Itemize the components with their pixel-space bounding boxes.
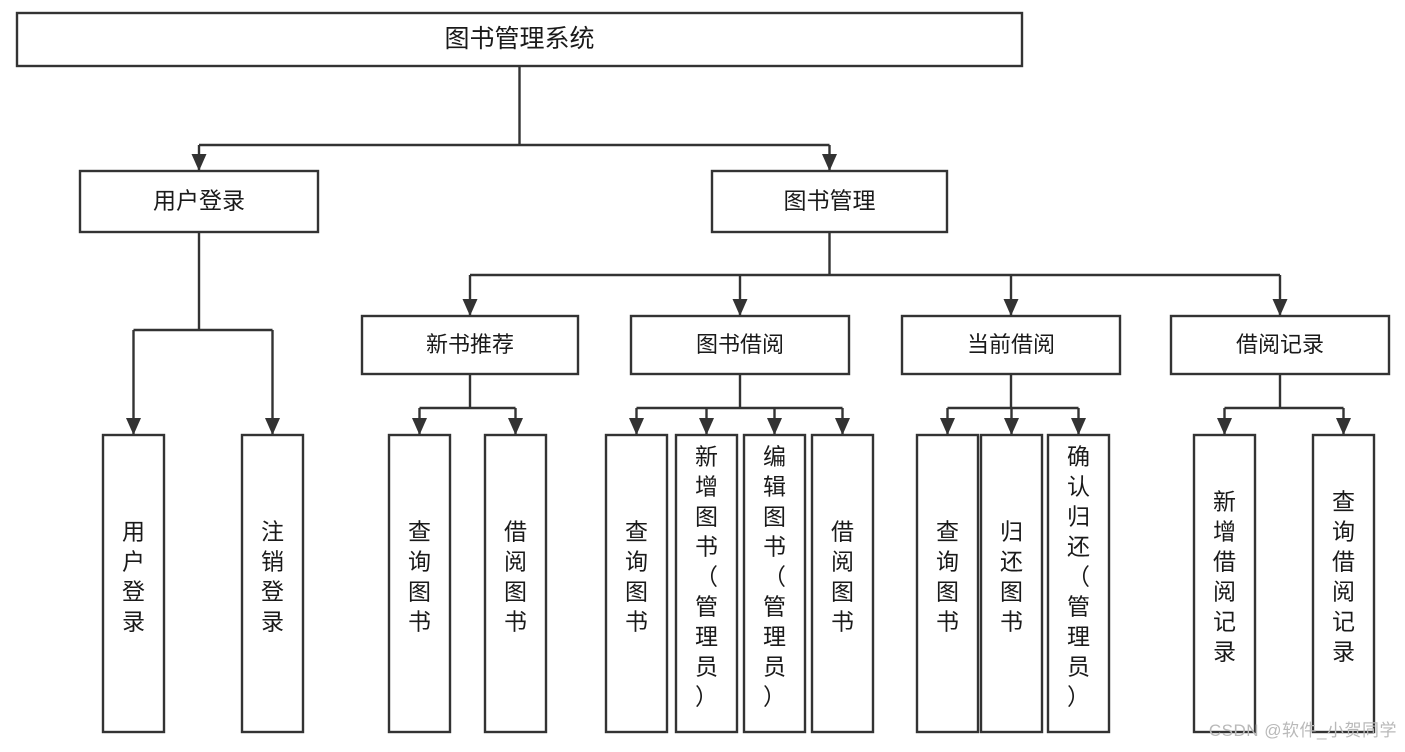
leaf-node-7-label: 借阅图书	[831, 519, 854, 635]
leaf-node-1-box[interactable]	[240, 433, 305, 734]
arrow-head-icon	[940, 418, 955, 435]
level1-node-0[interactable]: 用户登录	[78, 169, 320, 234]
leaf-node-12-label: 查询借阅记录	[1332, 489, 1355, 665]
leaf-node-7-box[interactable]	[810, 433, 875, 734]
level1-node-1[interactable]: 图书管理	[710, 169, 949, 234]
leaf-node-4-box[interactable]	[604, 433, 669, 734]
arrow-head-icon	[462, 299, 478, 316]
arrow-head-icon	[767, 418, 782, 435]
leaf-node-0-label: 用户登录	[122, 519, 145, 635]
leaf-node-12[interactable]: 查询借阅记录	[1311, 433, 1376, 734]
leaf-node-10[interactable]: 确认归还（管理员）	[1046, 433, 1111, 734]
leaf-node-7[interactable]: 借阅图书	[810, 433, 875, 734]
arrow-head-icon	[1217, 418, 1232, 435]
arrow-head-icon	[1071, 418, 1086, 435]
level2-node-2[interactable]: 当前借阅	[900, 314, 1122, 376]
leaf-node-1[interactable]: 注销登录	[240, 433, 305, 734]
leaf-node-3-box[interactable]	[483, 433, 548, 734]
arrow-head-icon	[629, 418, 644, 435]
arrow-head-icon	[508, 418, 523, 435]
connectors-layer	[126, 66, 1351, 435]
leaf-node-11-box[interactable]	[1192, 433, 1257, 734]
level2-node-2-label: 当前借阅	[967, 332, 1055, 357]
arrow-head-icon	[1272, 299, 1288, 316]
leaf-node-2[interactable]: 查询图书	[387, 433, 452, 734]
arrow-head-icon	[699, 418, 714, 435]
level2-node-3-label: 借阅记录	[1236, 332, 1324, 357]
leaf-node-8[interactable]: 查询图书	[915, 433, 980, 734]
level1-node-1-label: 图书管理	[784, 188, 876, 214]
leaf-node-5-box[interactable]	[674, 433, 739, 734]
level1-node-1-box[interactable]	[710, 169, 949, 234]
root-node-system-box[interactable]	[15, 11, 1024, 68]
arrow-head-icon	[732, 299, 748, 316]
leaf-node-6[interactable]: 编辑图书（管理员）	[742, 433, 807, 734]
leaf-node-0-box[interactable]	[101, 433, 166, 734]
leaf-node-6-label: 编辑图书（管理员）	[763, 444, 786, 710]
leaf-node-9-box[interactable]	[979, 433, 1044, 734]
leaf-node-8-box[interactable]	[915, 433, 980, 734]
leaf-node-9[interactable]: 归还图书	[979, 433, 1044, 734]
leaf-node-10-label: 确认归还（管理员）	[1067, 444, 1090, 710]
arrow-head-icon	[1003, 299, 1019, 316]
level2-node-3[interactable]: 借阅记录	[1169, 314, 1391, 376]
nodes-layer: 图书管理系统用户登录图书管理新书推荐图书借阅当前借阅借阅记录用户登录注销登录查询…	[15, 11, 1391, 734]
leaf-node-2-box[interactable]	[387, 433, 452, 734]
leaf-node-10-box[interactable]	[1046, 433, 1111, 734]
leaf-node-1-label: 注销登录	[261, 519, 284, 635]
leaf-node-6-box[interactable]	[742, 433, 807, 734]
level2-node-3-box[interactable]	[1169, 314, 1391, 376]
level2-node-2-box[interactable]	[900, 314, 1122, 376]
level1-node-0-label: 用户登录	[153, 188, 245, 214]
level2-node-0-box[interactable]	[360, 314, 580, 376]
leaf-node-3[interactable]: 借阅图书	[483, 433, 548, 734]
leaf-node-0[interactable]: 用户登录	[101, 433, 166, 734]
arrow-head-icon	[191, 154, 207, 171]
leaf-node-2-label: 查询图书	[408, 519, 431, 635]
root-node-system[interactable]: 图书管理系统	[15, 11, 1024, 68]
root-node-system-label: 图书管理系统	[444, 25, 594, 53]
level1-node-0-box[interactable]	[78, 169, 320, 234]
level2-node-0[interactable]: 新书推荐	[360, 314, 580, 376]
arrow-head-icon	[822, 154, 837, 171]
leaf-node-4-label: 查询图书	[625, 519, 648, 635]
leaf-node-5-label: 新增图书（管理员）	[695, 444, 718, 710]
arrow-head-icon	[265, 418, 280, 435]
arrow-head-icon	[1004, 418, 1019, 435]
leaf-node-5[interactable]: 新增图书（管理员）	[674, 433, 739, 734]
leaf-node-9-label: 归还图书	[1000, 519, 1023, 635]
level2-node-1[interactable]: 图书借阅	[629, 314, 851, 376]
arrow-head-icon	[126, 418, 141, 435]
leaf-node-4[interactable]: 查询图书	[604, 433, 669, 734]
level2-node-1-box[interactable]	[629, 314, 851, 376]
level2-node-1-label: 图书借阅	[696, 332, 784, 357]
leaf-node-3-label: 借阅图书	[504, 519, 527, 635]
arrow-head-icon	[412, 418, 427, 435]
arrow-head-icon	[835, 418, 850, 435]
leaf-node-11[interactable]: 新增借阅记录	[1192, 433, 1257, 734]
level2-node-0-label: 新书推荐	[426, 332, 514, 357]
leaf-node-8-label: 查询图书	[936, 519, 959, 635]
leaf-node-12-box[interactable]	[1311, 433, 1376, 734]
leaf-node-11-label: 新增借阅记录	[1213, 489, 1236, 665]
arrow-head-icon	[1336, 418, 1351, 435]
